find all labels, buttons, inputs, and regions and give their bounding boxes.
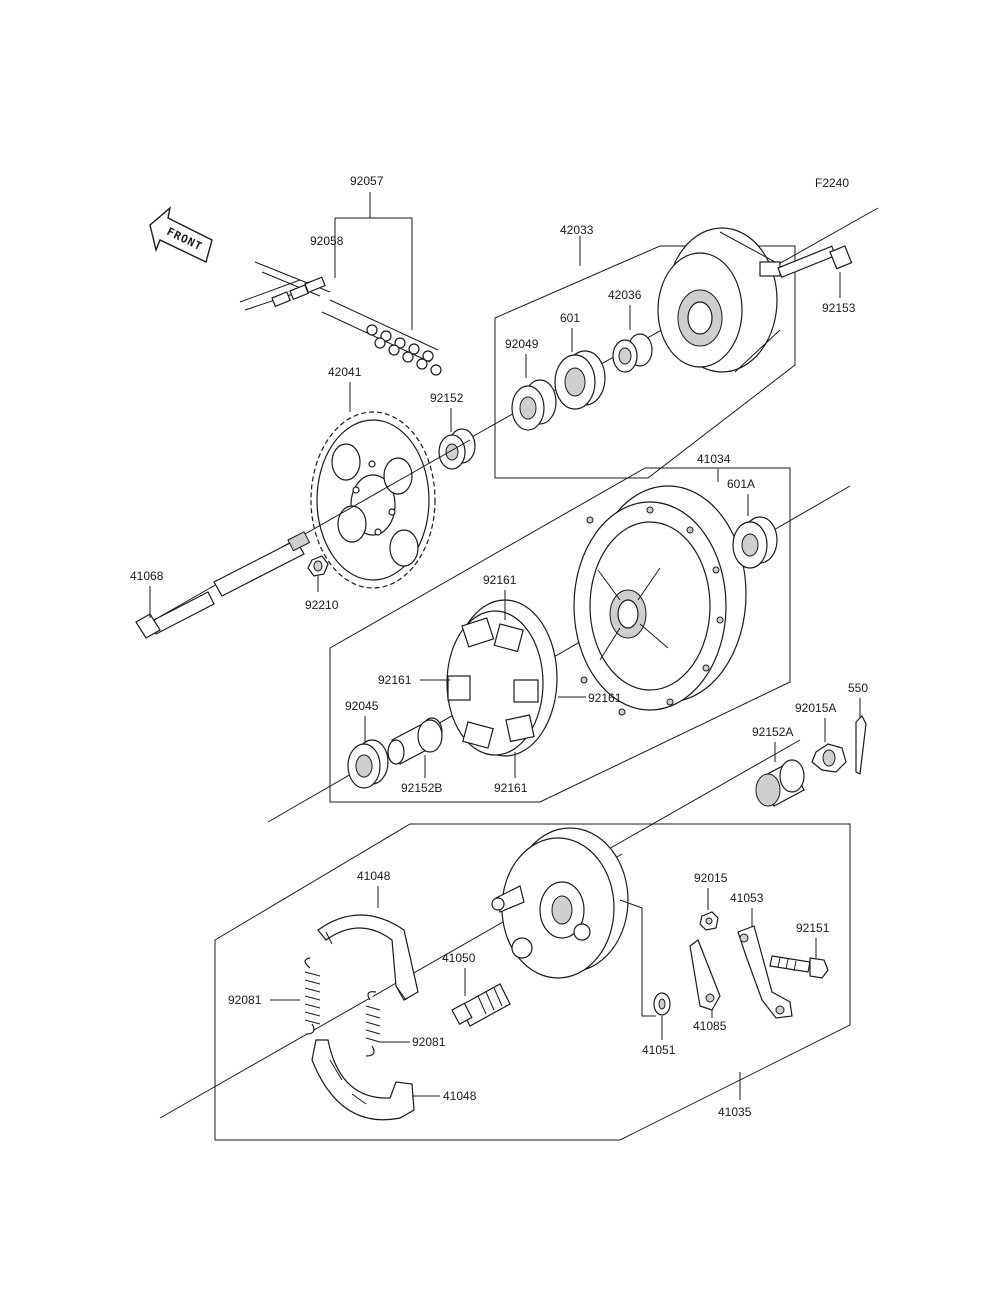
brake-shoe-41048-top-icon [317, 914, 419, 1001]
axle-group: 41068 92210 [130, 439, 471, 639]
part-label-92081-left: 92081 [228, 993, 262, 1007]
sprocket-42041-icon [310, 411, 436, 589]
part-label-92058: 92058 [310, 234, 344, 248]
bearing-92045-icon [347, 739, 389, 789]
brake-shoe-41048-bottom-icon [311, 1039, 415, 1121]
part-label-41053: 41053 [730, 891, 764, 905]
part-label-601A: 601A [727, 477, 755, 491]
axle-nut-group: 550 92015A 92152A [599, 681, 868, 855]
damper-92161-icon [446, 599, 558, 757]
part-label-92161-left: 92161 [378, 673, 412, 687]
part-label-92152A: 92152A [752, 725, 793, 739]
part-label-92015A: 92015A [795, 701, 836, 715]
wear-indicator-41085-icon [689, 939, 721, 1011]
part-label-92151: 92151 [796, 921, 830, 935]
part-label-41051: 41051 [642, 1043, 676, 1057]
coupling-group: 42033 92153 42036 601 [430, 207, 879, 479]
brake-panel-41035-icon [491, 827, 629, 979]
master-link-plate-icon [271, 291, 291, 308]
bearing-601A-icon [732, 516, 778, 569]
brake-cam-41050-icon [451, 983, 511, 1027]
part-label-41068: 41068 [130, 569, 164, 583]
washer-41051-icon [653, 992, 671, 1016]
part-label-92152: 92152 [430, 391, 464, 405]
part-label-92057: 92057 [350, 174, 384, 188]
front-arrow-icon: FRONT [149, 206, 213, 263]
part-label-42033: 42033 [560, 223, 594, 237]
part-label-92152B: 92152B [401, 781, 442, 795]
figure-code: F2240 [815, 176, 849, 190]
collar-92152A-icon [755, 759, 805, 807]
part-label-41034: 41034 [697, 452, 731, 466]
part-label-601: 601 [560, 311, 580, 325]
collar-92152B-icon [387, 717, 443, 765]
brake-lever-41053-icon [737, 925, 793, 1019]
cotter-pin-550-icon [855, 714, 867, 775]
part-label-92015: 92015 [694, 871, 728, 885]
part-label-41085: 41085 [693, 1019, 727, 1033]
bearing-601-icon [554, 350, 606, 410]
bolt-92151-icon [769, 955, 829, 979]
part-label-92161-right: 92161 [588, 691, 622, 705]
sprocket-group: 42041 [310, 365, 436, 589]
part-label-92049: 92049 [505, 337, 539, 351]
part-label-92081-right: 92081 [412, 1035, 446, 1049]
spring-92081-right-icon [365, 991, 381, 1057]
spacer-92049-icon [511, 379, 557, 431]
part-label-41050: 41050 [442, 951, 476, 965]
part-label-550: 550 [848, 681, 868, 695]
collar-92152-icon [438, 428, 476, 470]
chain-segment-icon [321, 299, 442, 376]
spring-92081-left-icon [304, 957, 321, 1035]
part-label-42041: 42041 [328, 365, 362, 379]
part-label-41048-bottom: 41048 [443, 1089, 477, 1103]
nut-92015-icon [699, 911, 719, 931]
wheel-hub-41034-icon [573, 485, 747, 716]
drive-chain-group: 92057 92058 [239, 174, 442, 376]
part-label-92045: 92045 [345, 699, 379, 713]
part-label-92161-top: 92161 [483, 573, 517, 587]
collar-42036-icon [612, 333, 653, 373]
wheel-hub-group: 41034 601A [267, 452, 851, 823]
axle-41068-icon [135, 531, 311, 639]
part-label-41048-top: 41048 [357, 869, 391, 883]
castle-nut-92015A-icon [811, 743, 847, 773]
part-label-92153: 92153 [822, 301, 856, 315]
brake-panel-group: 41048 41048 92081 92081 41050 [159, 823, 851, 1141]
coupling-flange-icon [657, 227, 781, 373]
part-label-92161-bottom: 92161 [494, 781, 528, 795]
bolt-92153-icon [777, 245, 853, 279]
part-label-42036: 42036 [608, 288, 642, 302]
part-label-41035: 41035 [718, 1105, 752, 1119]
nut-92210-icon [307, 555, 329, 577]
part-label-92210: 92210 [305, 598, 339, 612]
